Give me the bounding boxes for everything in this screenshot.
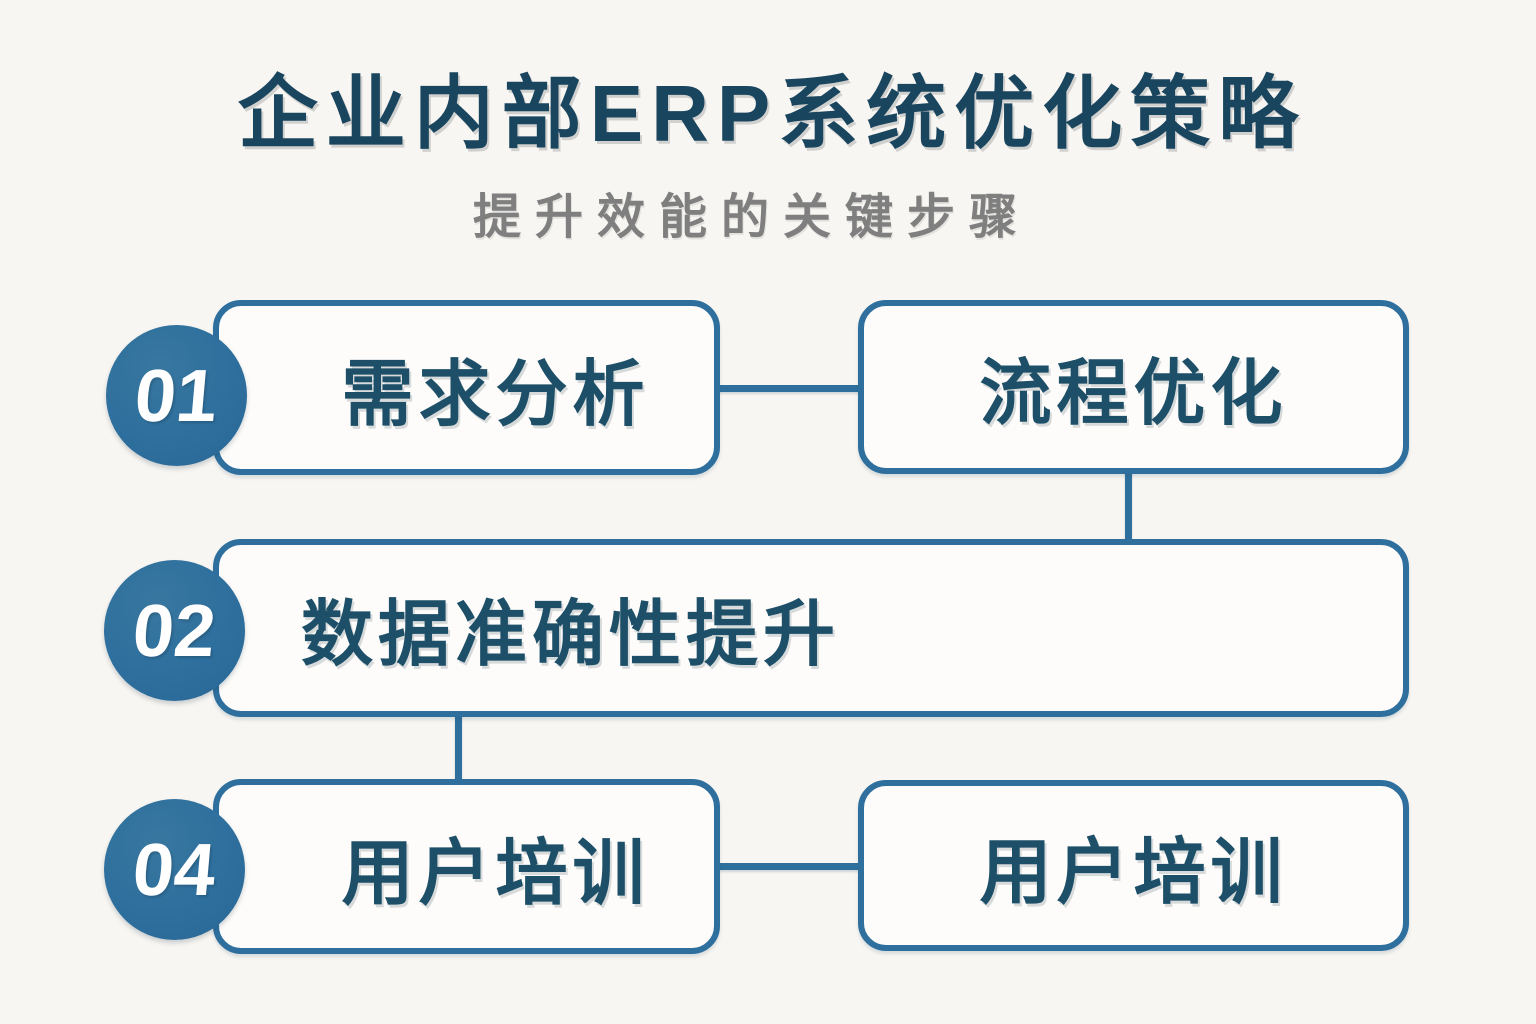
step-box-user-training-right: 用户培训: [858, 780, 1409, 951]
step-label: 需求分析: [341, 354, 650, 435]
step-label: 数据准确性提升: [301, 595, 841, 675]
connector-data-to-training: [455, 714, 462, 782]
page-subtitle: 提升效能的关键步骤: [472, 191, 1032, 244]
step-number: 01: [131, 353, 222, 437]
step-box-data-accuracy: 数据准确性提升: [213, 539, 1409, 717]
step-label: 用户培训: [979, 832, 1288, 913]
step-label: 流程优化: [979, 354, 1288, 434]
page-title: 企业内部ERP系统优化策略: [237, 69, 1307, 158]
step-box-user-training-left: 用户培训: [213, 779, 720, 954]
step-number: 02: [129, 588, 220, 672]
step-number-badge-02: 02: [104, 560, 245, 701]
step-label: 用户培训: [341, 833, 650, 914]
connector-process-to-data: [1125, 470, 1132, 542]
connector-training-to-training: [719, 863, 859, 870]
step-number: 04: [129, 827, 220, 911]
step-box-process-optimization: 流程优化: [858, 300, 1409, 474]
step-box-requirements-analysis: 需求分析: [213, 300, 720, 475]
step-number-badge-01: 01: [106, 325, 247, 466]
step-number-badge-04: 04: [104, 799, 245, 940]
connector-requirements-to-process: [719, 385, 859, 392]
